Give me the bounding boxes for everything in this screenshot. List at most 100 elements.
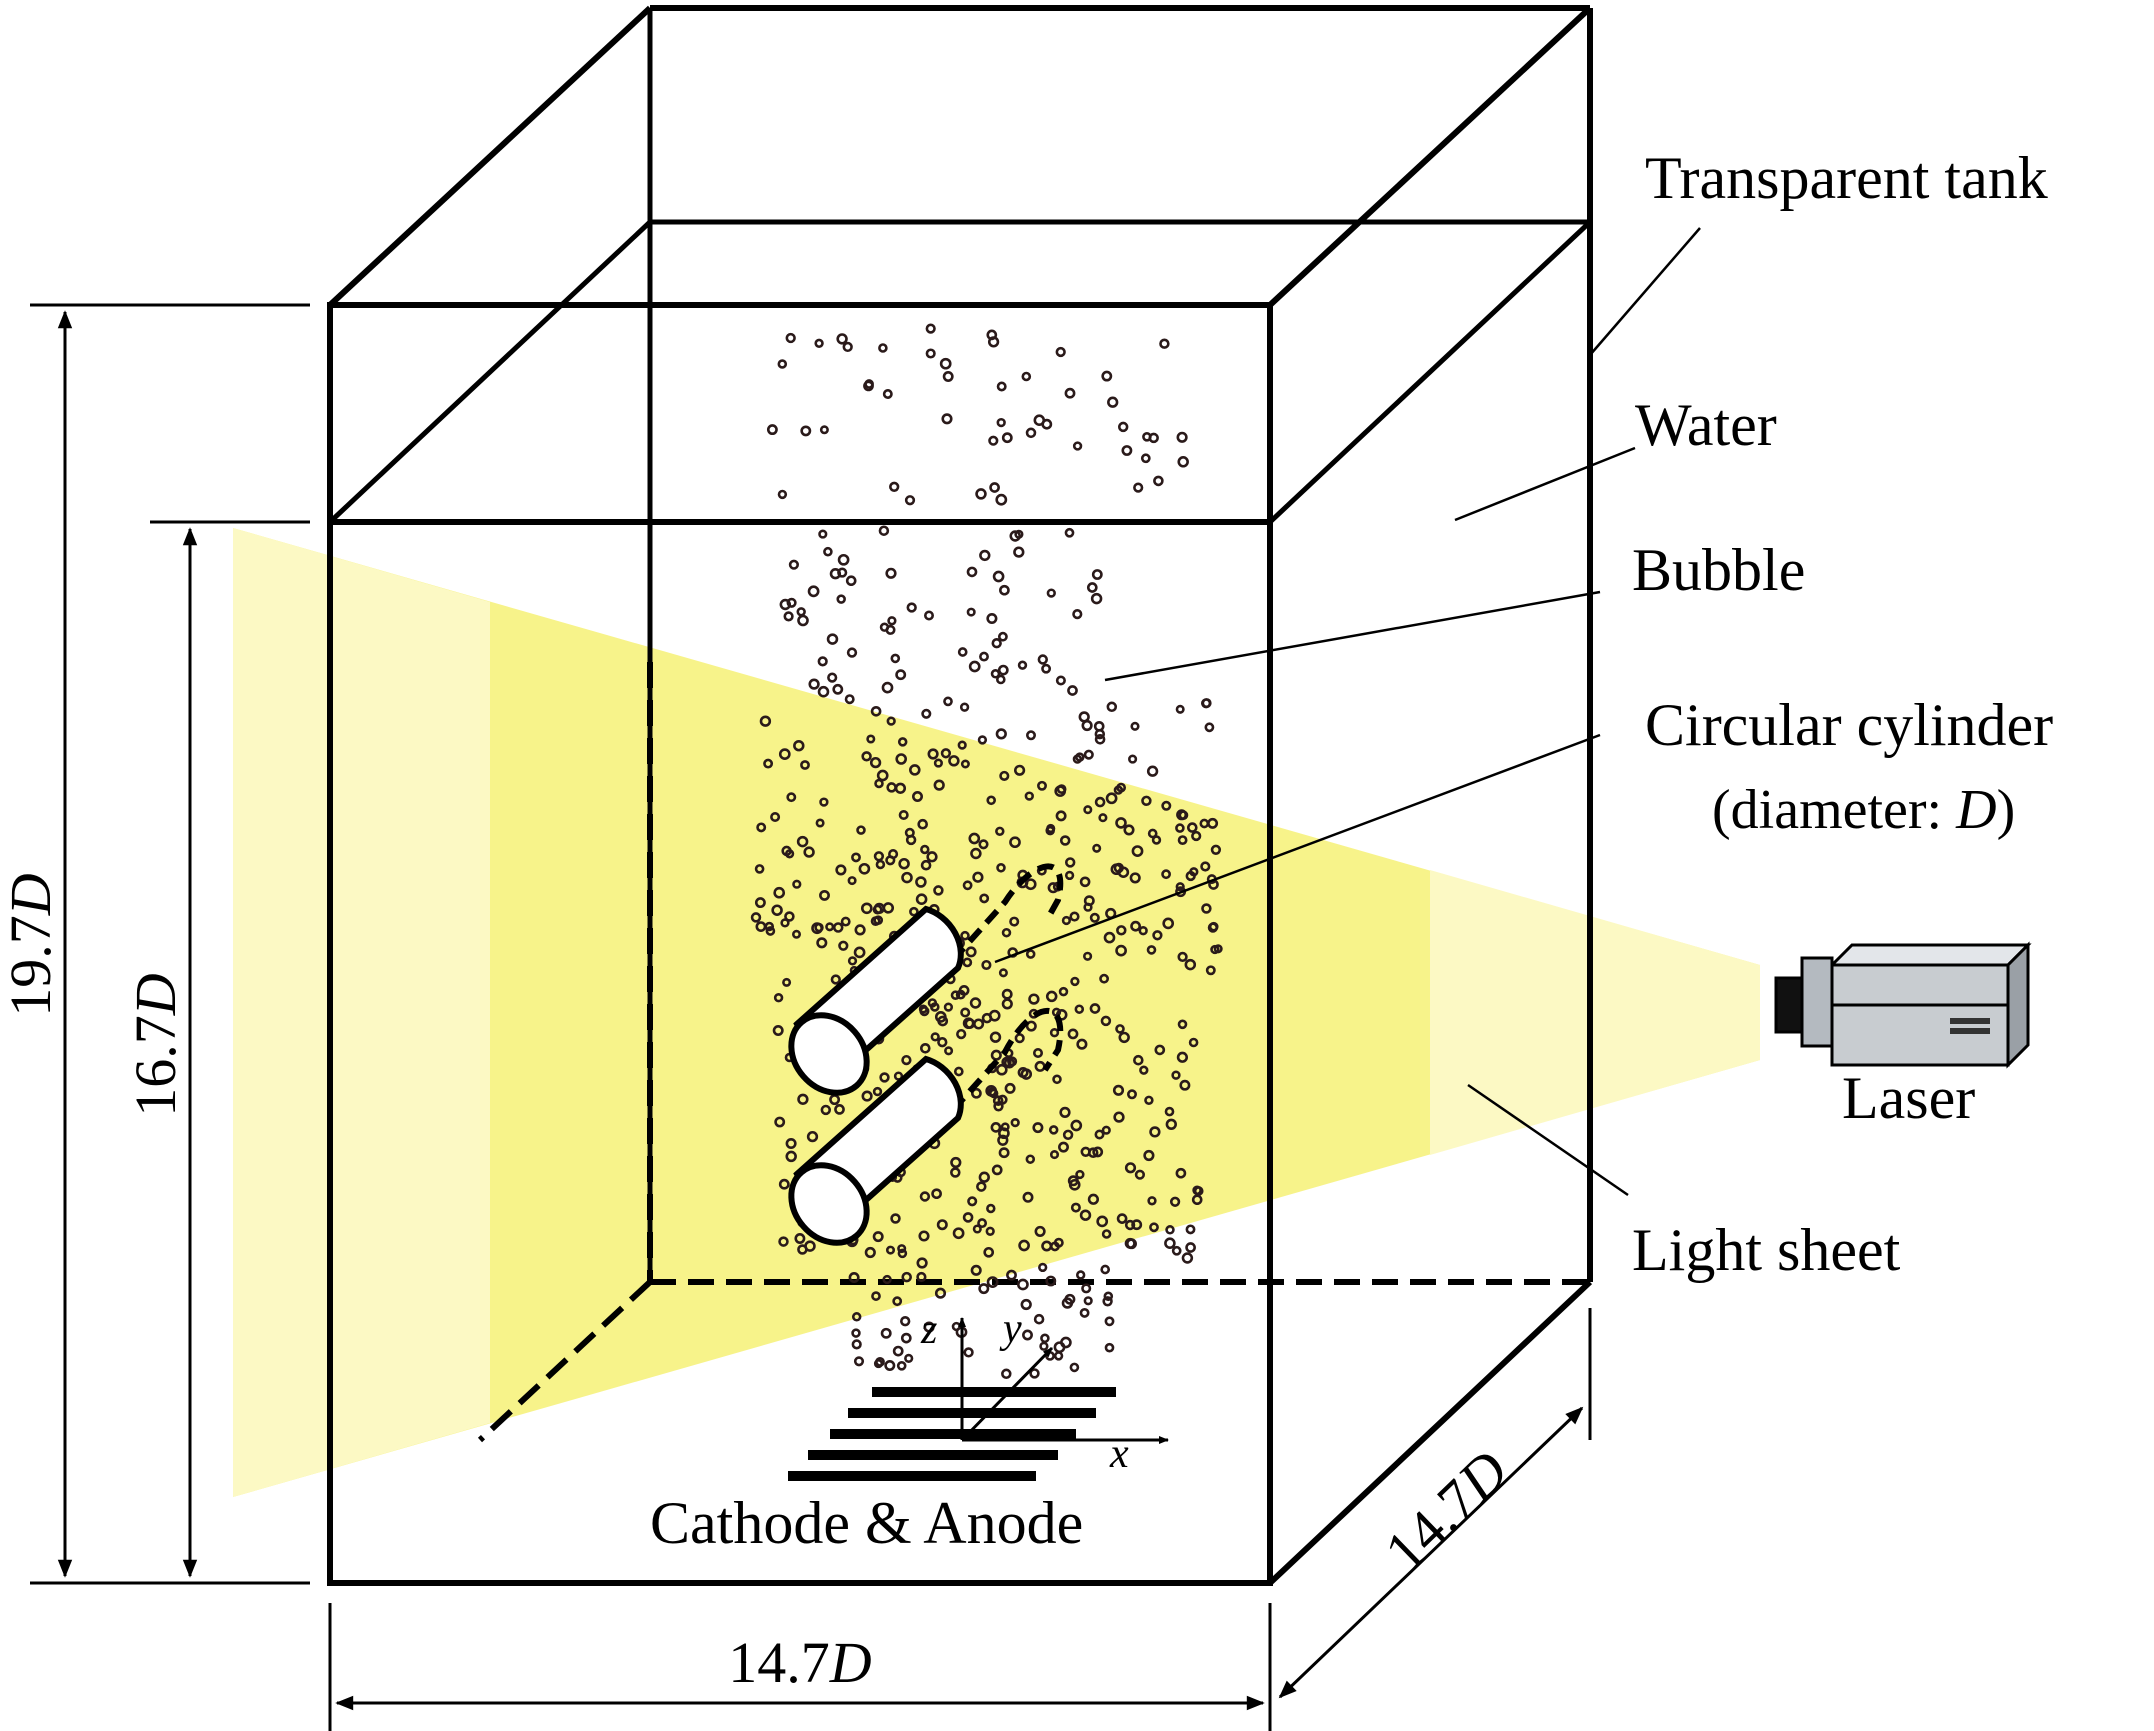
bubble <box>1140 453 1151 464</box>
bubble <box>834 1104 845 1115</box>
bubble <box>997 664 1009 676</box>
bubble <box>979 893 990 904</box>
bubble <box>1072 441 1083 451</box>
bubble <box>1115 817 1127 829</box>
bubble-field <box>750 323 1223 1380</box>
bubble <box>927 748 939 760</box>
bubble <box>1105 792 1118 805</box>
bubble <box>1092 843 1102 853</box>
y-axis-label: y <box>999 1306 1022 1352</box>
bubble <box>874 778 884 789</box>
bubble <box>1037 654 1048 665</box>
bubble <box>864 379 874 389</box>
bubble <box>1049 1241 1060 1252</box>
bubble <box>1181 1252 1194 1264</box>
bubble <box>995 728 1007 740</box>
bubble <box>1055 675 1066 686</box>
bubble <box>979 651 989 662</box>
bubble <box>1130 920 1141 932</box>
bubble <box>1064 387 1076 399</box>
bubble <box>1026 730 1036 741</box>
bubble <box>1113 1111 1125 1123</box>
bubble <box>972 871 984 883</box>
bubble <box>981 959 992 971</box>
bubble <box>786 597 797 608</box>
bubble <box>754 897 766 909</box>
bubble <box>836 594 846 604</box>
bubble <box>819 797 829 807</box>
bubble <box>941 413 953 425</box>
bubble <box>779 598 792 611</box>
bubble <box>1124 1219 1136 1231</box>
bubble <box>919 1006 930 1017</box>
bubble <box>1067 685 1078 696</box>
bubble <box>1061 1297 1074 1309</box>
bubble <box>1149 1126 1161 1138</box>
bubble <box>879 1072 890 1083</box>
bubble <box>819 425 829 435</box>
bubble <box>989 1031 1002 1043</box>
bubble <box>1187 822 1198 833</box>
bubble <box>830 974 841 985</box>
bubble <box>788 559 799 570</box>
label-circular-cylinder: Circular cylinder <box>1645 692 2053 758</box>
bubble <box>861 1090 873 1102</box>
bubble <box>1021 371 1032 382</box>
bubble <box>900 1332 912 1344</box>
bubble <box>807 585 820 598</box>
bubble <box>1045 1275 1057 1287</box>
bubble <box>1025 949 1036 959</box>
bubble <box>939 357 952 370</box>
bubble <box>832 683 844 695</box>
bubble <box>836 333 848 345</box>
bubble <box>817 656 828 667</box>
bubble <box>866 734 876 744</box>
bubble <box>968 832 981 845</box>
bubble <box>895 753 907 765</box>
bubble <box>1144 1095 1154 1106</box>
bubble <box>1094 796 1106 808</box>
bubble <box>1094 1129 1105 1140</box>
bubble <box>811 922 823 935</box>
bubble <box>794 1233 806 1244</box>
bubble <box>1025 1020 1037 1032</box>
bubble <box>957 647 968 657</box>
bubble <box>990 1049 1002 1061</box>
bubble <box>1193 1186 1204 1196</box>
bubble <box>847 956 858 966</box>
bubble <box>998 1147 1010 1159</box>
bubble <box>773 886 786 899</box>
bubble <box>796 607 806 617</box>
bubble <box>944 1046 954 1056</box>
bubble <box>1210 944 1220 955</box>
bubble <box>966 607 976 617</box>
bubble <box>1204 722 1215 733</box>
bubble <box>950 1167 961 1178</box>
bubble <box>1074 1004 1085 1014</box>
bubble <box>933 779 945 791</box>
bubble <box>936 1219 948 1231</box>
bubble <box>1146 765 1159 777</box>
bubble <box>1001 432 1013 444</box>
bubble <box>772 1025 784 1036</box>
bubble <box>1147 828 1158 839</box>
bubble <box>1024 791 1034 801</box>
bubble <box>987 336 1000 348</box>
bubble <box>1032 1047 1044 1059</box>
bubble <box>933 758 943 768</box>
bubble <box>1098 813 1108 823</box>
bubble <box>1020 1298 1032 1311</box>
bubble <box>1162 917 1175 930</box>
bubble <box>952 1227 965 1240</box>
bubble <box>1101 370 1113 382</box>
bubble <box>897 1248 908 1259</box>
bubble <box>1175 704 1185 714</box>
bubble <box>797 614 809 627</box>
bubble <box>1067 1028 1079 1040</box>
bubble <box>950 990 961 1000</box>
bubble <box>885 624 896 635</box>
bubble <box>1161 800 1172 811</box>
bubble <box>1010 1117 1020 1128</box>
bubble <box>1210 844 1222 855</box>
